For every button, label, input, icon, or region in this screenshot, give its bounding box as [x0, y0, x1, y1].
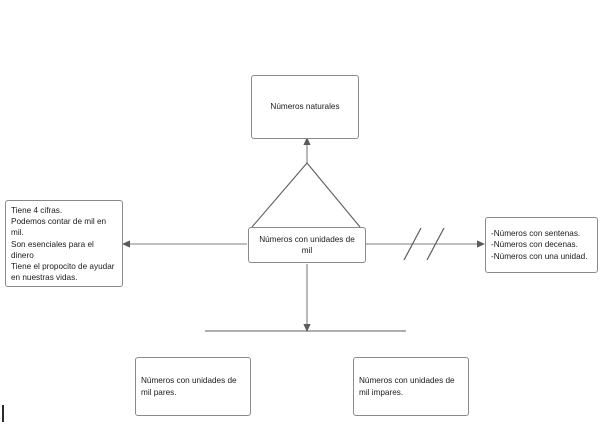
break-slash-first-icon — [403, 227, 422, 261]
connector-center-to-bottom — [205, 264, 406, 332]
connector-center-to-top — [303, 137, 311, 163]
node-numeros-con-unidades-de-mil-label: Números con unidades de mil — [259, 234, 355, 255]
node-numeros-naturales-label: Números naturales — [270, 102, 340, 112]
connector-center-to-left — [122, 240, 247, 248]
text-caret — [2, 405, 4, 422]
node-caracteristicas[interactable]: Tiene 4 cifras. Podemos contar de mil en… — [5, 200, 123, 287]
node-unidades-de-mil-pares-label: Números con unidades de mil pares. — [141, 376, 237, 397]
node-unidades-de-mil-impares[interactable]: Números con unidades de mil impares. — [353, 357, 469, 416]
center-to-right-arrowhead — [477, 240, 485, 248]
connector-center-to-right — [366, 227, 485, 261]
triangle-outline — [251, 162, 361, 228]
node-numeros-con-unidades-de-mil[interactable]: Números con unidades de mil — [248, 227, 366, 263]
center-to-left-arrowhead — [122, 240, 130, 248]
center-to-bottom-arrowhead — [303, 324, 311, 332]
triangle-shape — [251, 162, 361, 228]
break-slash-second-icon — [426, 227, 445, 261]
node-otras-unidades[interactable]: -Números con sentenas. -Números con dece… — [485, 217, 598, 273]
node-caracteristicas-label: Tiene 4 cifras. Podemos contar de mil en… — [11, 206, 115, 283]
node-unidades-de-mil-impares-label: Números con unidades de mil impares. — [359, 376, 455, 397]
node-unidades-de-mil-pares[interactable]: Números con unidades de mil pares. — [135, 357, 251, 416]
node-numeros-naturales[interactable]: Números naturales — [251, 75, 359, 139]
node-otras-unidades-label: -Números con sentenas. -Números con dece… — [491, 229, 588, 261]
